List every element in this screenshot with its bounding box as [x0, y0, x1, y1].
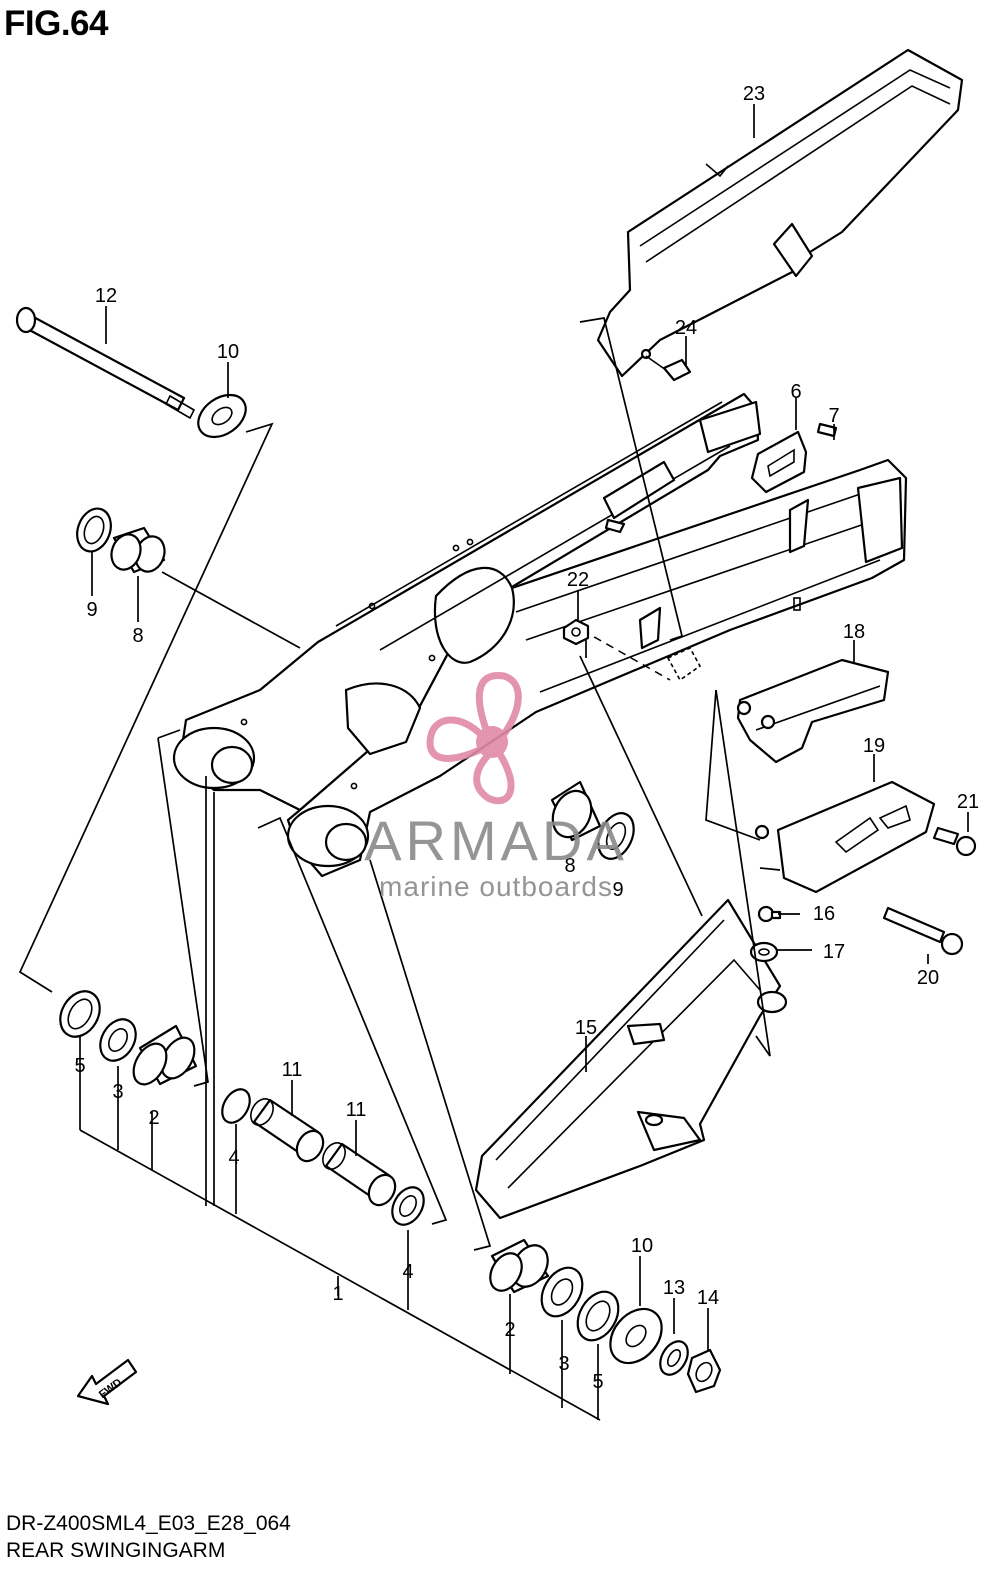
- callout-dust-seal-left: 5: [74, 1055, 85, 1077]
- callout-chain-adjuster: 6: [790, 381, 801, 403]
- slider-screw: [757, 905, 782, 923]
- guide-bolt-short: [932, 826, 977, 857]
- callout-spacer-upper: 11: [282, 1059, 303, 1081]
- callout-needle-bearing-right: 2: [504, 1319, 515, 1341]
- guide-bolt-long: [882, 906, 964, 956]
- callout-dust-seal-right: 5: [592, 1371, 603, 1393]
- propeller-logo-icon: [426, 671, 522, 805]
- callout-guide-bolt-short: 21: [957, 791, 979, 813]
- callout-washer-right: 3: [558, 1353, 569, 1375]
- pivot-bolt: [15, 306, 196, 420]
- callout-bearing-upper: 8: [132, 625, 143, 647]
- chain-slider: [474, 898, 788, 1220]
- chain-adjuster-seal-upper: [76, 507, 112, 553]
- callout-slider-screw: 16: [813, 903, 835, 925]
- callout-chain-cover: 23: [743, 83, 765, 105]
- callout-adjuster-bolt: 7: [828, 405, 839, 427]
- callout-spacer-lower: 11: [346, 1099, 367, 1121]
- bearing-right: [550, 780, 602, 842]
- callout-seal-upper: 9: [86, 599, 97, 621]
- needle-bearing-left: [132, 1024, 198, 1086]
- callout-pivot-washer-bottom: 10: [631, 1235, 653, 1257]
- callout-pivot-bolt: 12: [95, 285, 117, 307]
- model-code: DR-Z400SML4_E03_E28_064: [6, 1512, 291, 1535]
- callout-chain-slider: 15: [575, 1017, 597, 1039]
- pivot-nut: [686, 1348, 722, 1394]
- fwd-arrow-icon: FWD: [76, 1358, 138, 1406]
- bearing-upper: [110, 526, 166, 574]
- spacer-lower: [322, 1142, 397, 1207]
- pivot-washer-small: [659, 1340, 689, 1376]
- callout-flange-nut: 22: [567, 569, 589, 591]
- callout-washer-left: 3: [112, 1081, 123, 1103]
- section-name: REAR SWINGINGARM: [6, 1539, 226, 1562]
- callout-spacer-washer-right: 4: [402, 1261, 413, 1283]
- cover-bolt: [645, 355, 692, 382]
- slider-washer: [749, 941, 779, 963]
- figure-title: FIG.64: [4, 4, 108, 43]
- callout-swingarm: 1: [332, 1283, 343, 1305]
- needle-bearing-right: [489, 1238, 550, 1294]
- spacer-washer-right: [391, 1186, 425, 1226]
- swingarm: [172, 392, 908, 878]
- washer-right: [540, 1266, 584, 1318]
- callout-guide-bolt-long: 20: [917, 967, 939, 989]
- callout-seal-right: 9: [612, 879, 623, 901]
- callout-bearing-right: 8: [564, 855, 575, 877]
- watermark-brand: ARMADA: [364, 809, 628, 872]
- callout-pivot-washer-small: 13: [663, 1277, 685, 1299]
- washer-left: [99, 1018, 137, 1062]
- chain-guide-upper: [736, 658, 890, 764]
- pivot-washer-top: [197, 393, 247, 439]
- chain-guide-lower: [754, 780, 936, 894]
- callout-cover-bolt: 24: [675, 317, 697, 339]
- dust-seal-left: [59, 990, 101, 1038]
- spacer-washer-left: [221, 1088, 251, 1124]
- callout-slider-washer: 17: [823, 941, 845, 963]
- flange-nut: [562, 618, 590, 646]
- watermark-tagline: marine outboards: [379, 871, 613, 902]
- armada-watermark: ARMADA marine outboards: [364, 671, 628, 902]
- callout-chain-guide-upper: 18: [843, 621, 865, 643]
- figure-caption: DR-Z400SML4_E03_E28_064 REAR SWINGINGARM: [6, 1510, 291, 1564]
- callout-chain-guide-lower: 19: [863, 735, 885, 757]
- pivot-washer-bottom: [609, 1307, 663, 1365]
- chain-cover: [596, 48, 964, 378]
- dust-seal-right: [576, 1290, 620, 1342]
- chain-adjuster: [750, 422, 838, 494]
- seal-right: [597, 812, 635, 860]
- callout-spacer-washer-left: 4: [228, 1147, 239, 1169]
- callout-needle-bearing-left: 2: [148, 1107, 159, 1129]
- callout-pivot-washer-top: 10: [217, 341, 239, 363]
- callout-pivot-nut: 14: [697, 1287, 719, 1309]
- spacer-upper: [250, 1098, 325, 1163]
